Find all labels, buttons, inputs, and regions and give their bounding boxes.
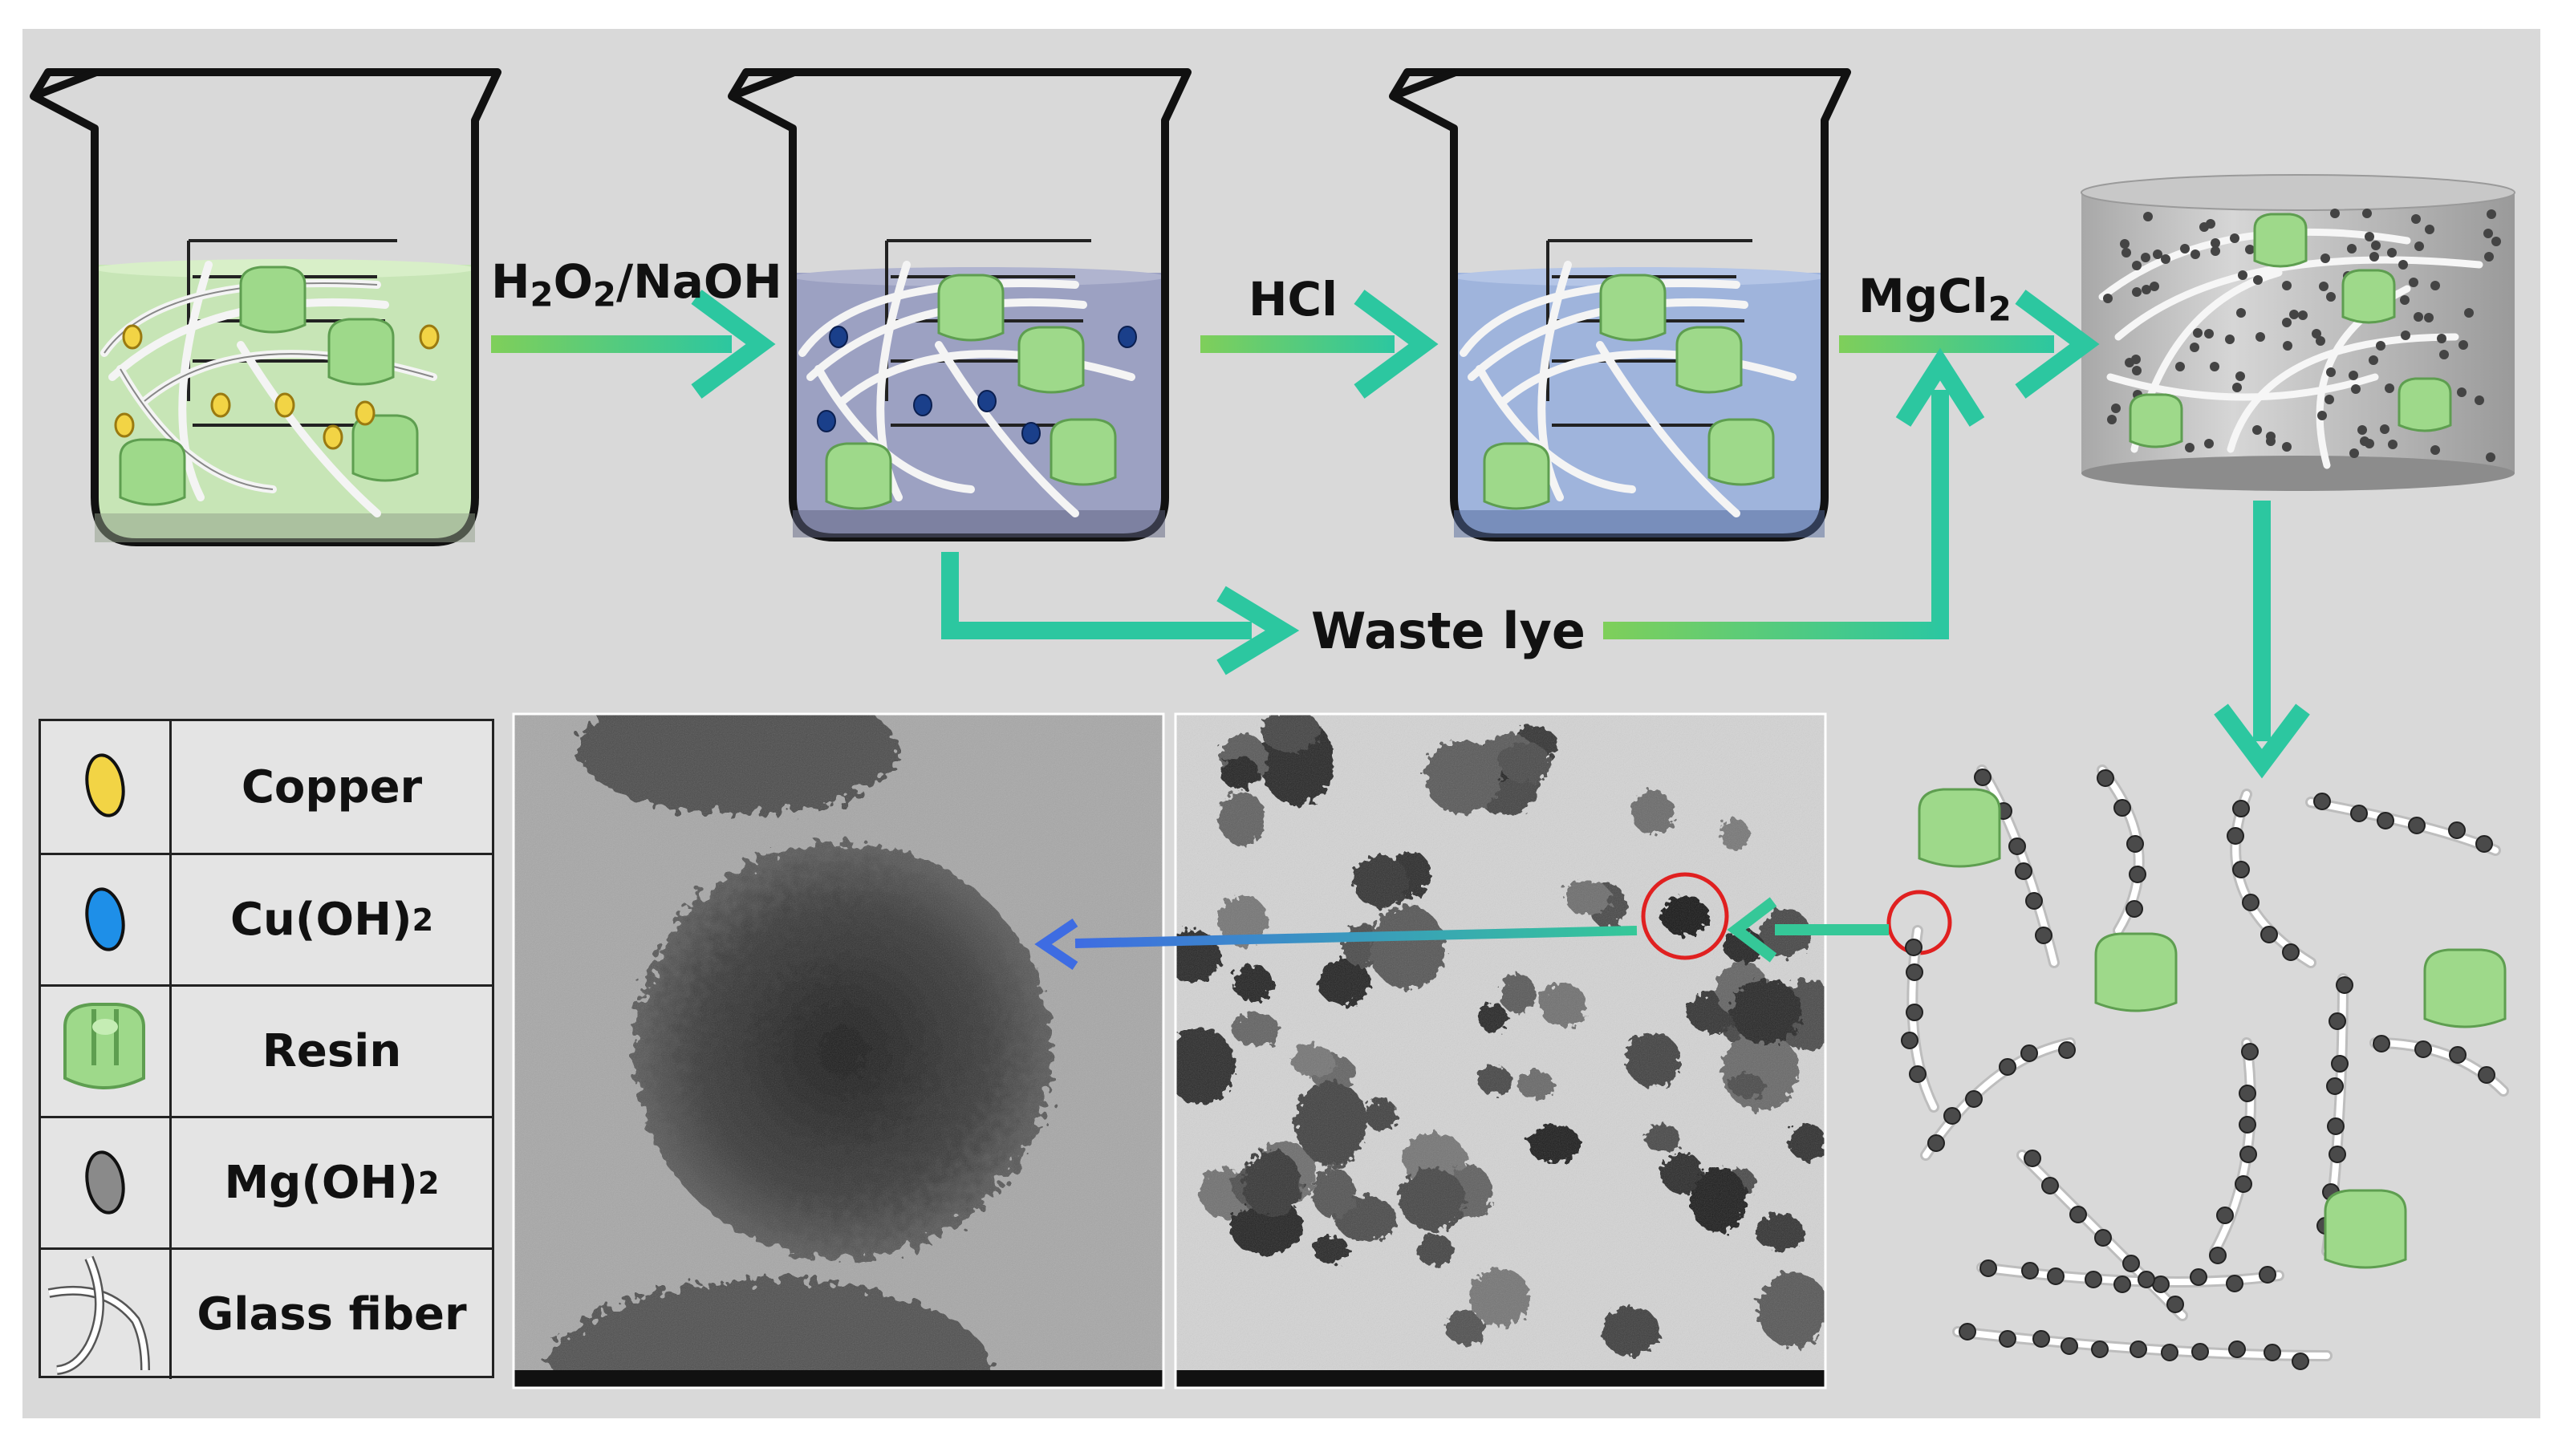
highlight-circle-sem — [1641, 872, 1729, 960]
legend-row-cuoh2: Cu(OH)2 — [41, 853, 492, 984]
sem-image-closeup — [514, 714, 1163, 1388]
sem-image-overview — [1175, 714, 1825, 1388]
zoom-arrow-2 — [1034, 919, 1638, 970]
arrow-lye-return — [1603, 347, 1985, 639]
reagent-mgcl2: MgCl2 — [1858, 273, 2012, 326]
resin-block-icon — [63, 1003, 145, 1089]
glass-fiber-icon — [47, 1255, 150, 1375]
zoom-arrow-1 — [1727, 897, 1889, 963]
arrow-waste-lye — [941, 552, 1300, 675]
legend-label-glass-fiber: Glass fiber — [197, 1288, 467, 1340]
legend-table: Copper Cu(OH)2 Resin Mg(OH)2 — [39, 719, 494, 1379]
legend-sub-cuoh2: 2 — [412, 902, 434, 938]
reagent-h2o2-naoh-part2: O — [553, 254, 593, 309]
beaker-1 — [30, 68, 501, 546]
legend-row-copper: Copper — [41, 721, 492, 853]
legend-label-mgoh2: Mg(OH) — [224, 1157, 418, 1209]
legend-row-mgoh2: Mg(OH)2 — [41, 1116, 492, 1247]
legend-row-glass-fiber: Glass fiber — [41, 1247, 492, 1379]
arrow-step-1 — [491, 290, 776, 399]
arrow-step-2 — [1200, 290, 1439, 399]
reagent-h2o2-naoh-sub1: 2 — [530, 274, 554, 314]
copper-hydroxide-particle-icon — [85, 887, 125, 951]
legend-label-resin: Resin — [262, 1025, 402, 1077]
legend-sub-mgoh2: 2 — [417, 1165, 440, 1201]
beaker-2 — [728, 68, 1192, 541]
magnesium-hydroxide-particle-icon — [85, 1150, 125, 1215]
arrow-step-3 — [1839, 290, 2100, 399]
waste-lye-label: Waste lye — [1311, 602, 1586, 660]
reagent-h2o2-naoh-part1: H — [491, 254, 530, 309]
reagent-h2o2-naoh-sub2: 2 — [592, 274, 616, 314]
legend-label-copper: Copper — [241, 760, 423, 813]
beaker-3 — [1389, 68, 1851, 541]
reagent-h2o2-naoh-part3: /NaOH — [615, 254, 782, 309]
copper-particle-icon — [85, 753, 125, 817]
fiber-network — [1901, 765, 2509, 1370]
legend-row-resin: Resin — [41, 984, 492, 1116]
product-cylinder — [2081, 174, 2515, 491]
reagent-h2o2-naoh: H2O2/NaOH — [491, 258, 782, 311]
reagent-mgcl2-sub: 2 — [1987, 289, 2012, 329]
reagent-mgcl2-main: MgCl — [1858, 269, 1988, 323]
reagent-hcl: HCl — [1249, 272, 1338, 326]
arrow-down — [2214, 501, 2310, 779]
legend-label-cuoh2: Cu(OH) — [229, 894, 412, 946]
